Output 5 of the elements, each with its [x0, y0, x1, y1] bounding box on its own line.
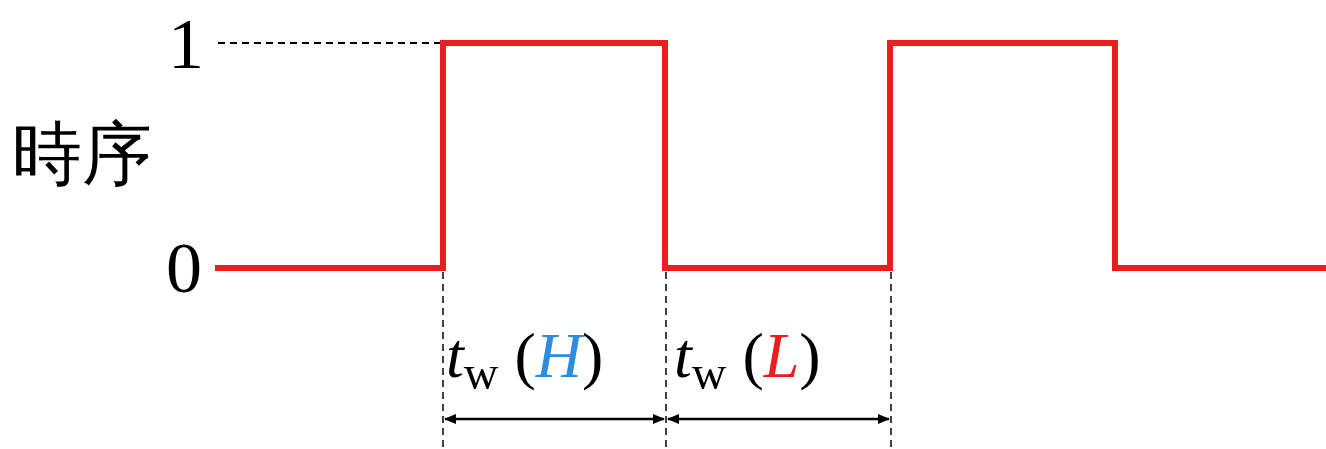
level-label: 1 — [168, 4, 204, 84]
pulse-width-label: t$_{w}$ (H) — [446, 319, 604, 394]
level-label: 0 — [166, 228, 202, 308]
axis-label: 時序 — [12, 112, 152, 196]
pulse-width-label: t$_{w}$ (L) — [674, 319, 821, 394]
